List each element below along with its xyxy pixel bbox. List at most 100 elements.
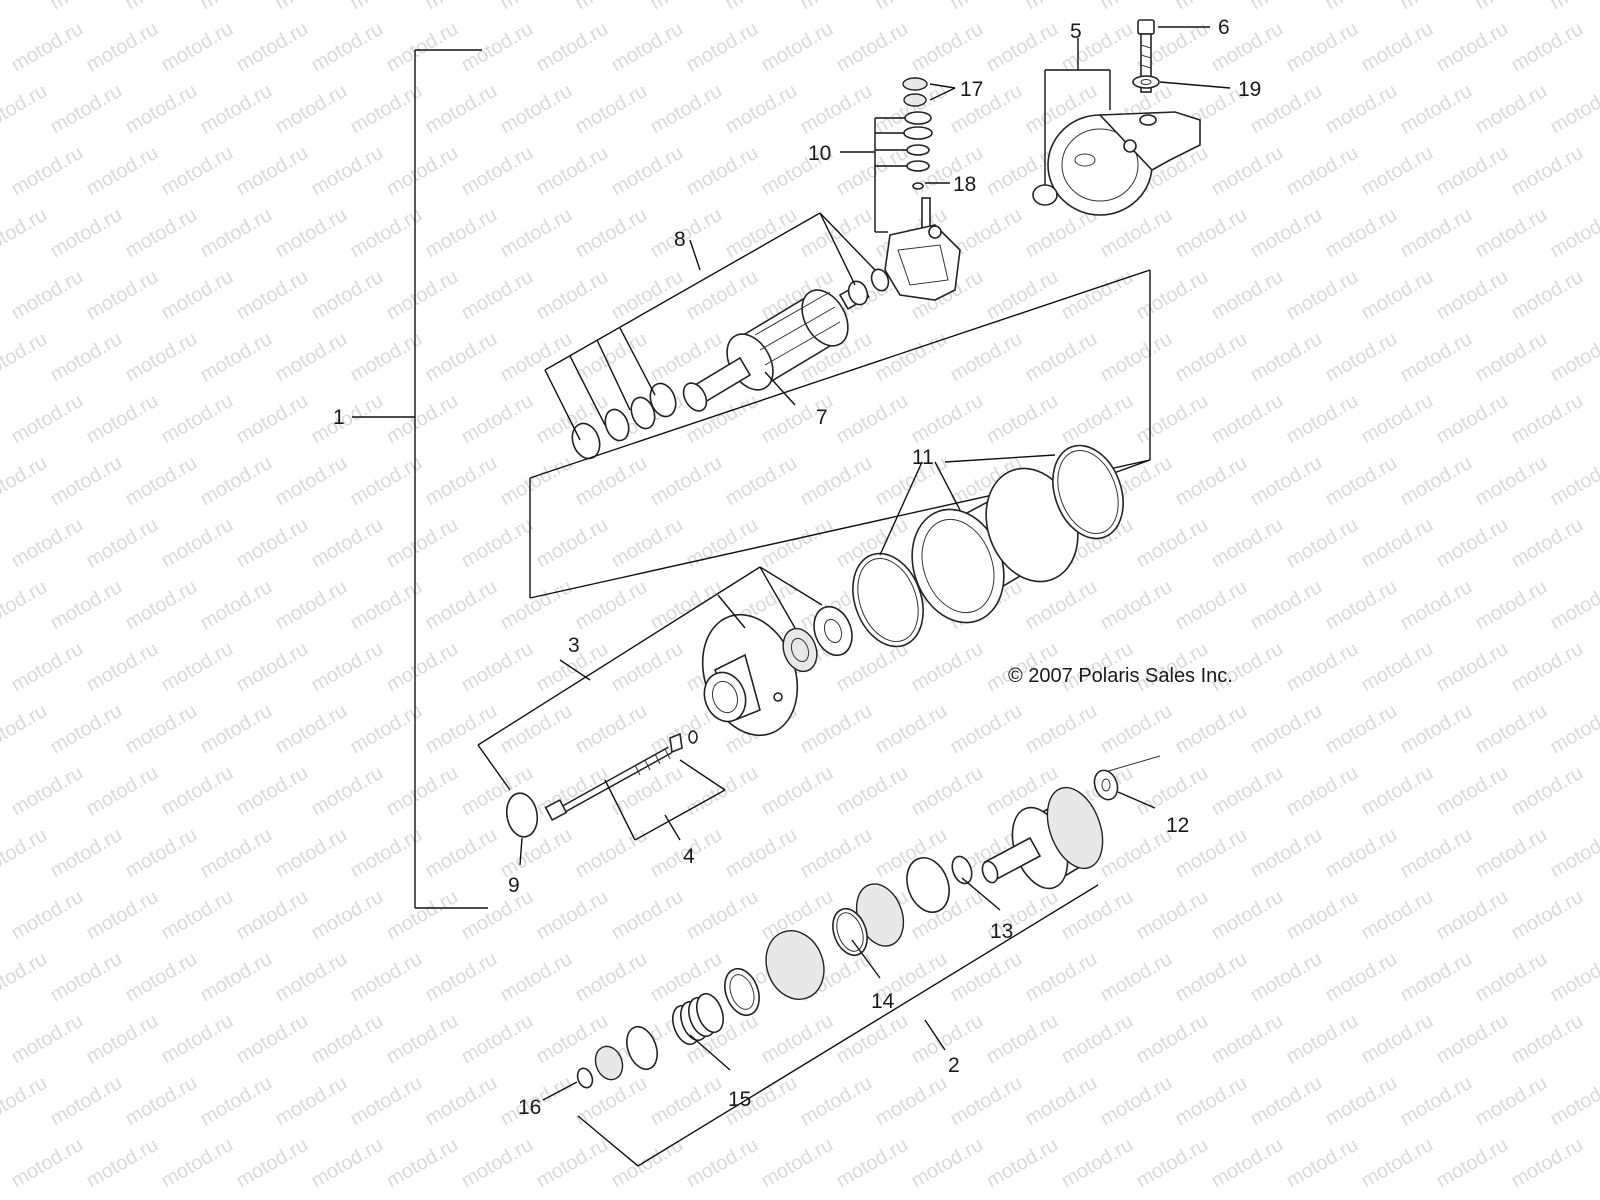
watermark-text: motod.ru	[1208, 514, 1287, 573]
watermark-text: motod.ru	[647, 576, 726, 635]
watermark-text: motod.ru	[197, 452, 276, 511]
watermark-text: motod.ru	[1433, 266, 1512, 325]
watermark-text: motod.ru	[722, 204, 801, 263]
watermark-text: motod.ru	[758, 762, 837, 821]
watermark-text: motod.ru	[8, 390, 87, 449]
watermark-text: motod.ru	[1022, 1072, 1101, 1131]
watermark-text: motod.ru	[47, 0, 126, 14]
watermark-text: motod.ru	[47, 80, 126, 139]
watermark-text: motod.ru	[683, 266, 762, 325]
watermark-text: motod.ru	[383, 390, 462, 449]
watermark-text: motod.ru	[83, 1134, 162, 1193]
watermark-text: motod.ru	[158, 390, 237, 449]
watermark-text: motod.ru	[1358, 142, 1437, 201]
bracket-8	[544, 212, 876, 441]
watermark-text: motod.ru	[1472, 80, 1551, 139]
watermark-text: motod.ru	[758, 514, 837, 573]
watermark-text: motod.ru	[8, 638, 87, 697]
watermark-text: motod.ru	[1397, 452, 1476, 511]
watermark-text: motod.ru	[1133, 762, 1212, 821]
clip-13	[951, 855, 973, 885]
armature-7	[682, 281, 870, 412]
watermark-text: motod.ru	[83, 638, 162, 697]
watermark-text: motod.ru	[983, 18, 1062, 77]
watermark-text: motod.ru	[1322, 1072, 1401, 1131]
watermark-text: motod.ru	[1397, 0, 1476, 14]
watermark-text: motod.ru	[197, 700, 276, 759]
watermark-text: motod.ru	[1097, 1072, 1176, 1131]
watermark-text: motod.ru	[1058, 390, 1137, 449]
callout-15: 15	[728, 1088, 751, 1111]
bolt-6	[1137, 19, 1155, 93]
watermark-text: motod.ru	[158, 18, 237, 77]
watermark-text: motod.ru	[308, 1010, 387, 1069]
watermark-text: motod.ru	[1472, 204, 1551, 263]
watermark-text: motod.ru	[683, 514, 762, 573]
watermark-text: motod.ru	[347, 576, 426, 635]
watermark-text: motod.ru	[308, 1134, 387, 1193]
watermark-text: motod.ru	[1022, 948, 1101, 1007]
callout-4: 4	[683, 845, 695, 868]
collar-parts	[576, 1025, 658, 1089]
watermark-text: motod.ru	[122, 948, 201, 1007]
watermark-text: motod.ru	[497, 452, 576, 511]
watermark-text: motod.ru	[83, 762, 162, 821]
watermark-text: motod.ru	[1433, 1134, 1512, 1193]
watermark-text: motod.ru	[533, 18, 612, 77]
watermark-text: motod.ru	[608, 762, 687, 821]
watermark-text: motod.ru	[797, 204, 876, 263]
watermark-text: motod.ru	[833, 390, 912, 449]
watermark-text: motod.ru	[422, 576, 501, 635]
watermark-text: motod.ru	[758, 18, 837, 77]
watermark-text: motod.ru	[1247, 824, 1326, 883]
watermark-text: motod.ru	[1208, 1134, 1287, 1193]
front-housing-3	[701, 613, 799, 737]
watermark-text: motod.ru	[1022, 0, 1101, 14]
watermark-text: motod.ru	[1208, 762, 1287, 821]
watermark-text: motod.ru	[47, 452, 126, 511]
watermark-text: motod.ru	[797, 824, 876, 883]
watermark-text: motod.ru	[1172, 948, 1251, 1007]
watermark-text: motod.ru	[647, 204, 726, 263]
watermark-text: motod.ru	[497, 204, 576, 263]
watermark-text: motod.ru	[122, 204, 201, 263]
watermark-text: motod.ru	[758, 1134, 837, 1193]
watermark-text: motod.ru	[572, 328, 651, 387]
watermark-text: motod.ru	[1433, 514, 1512, 573]
callout-9: 9	[508, 874, 520, 897]
watermark-text: motod.ru	[1097, 700, 1176, 759]
callout-10: 10	[808, 142, 831, 165]
watermark-text: motod.ru	[1472, 948, 1551, 1007]
watermark-text: motod.ru	[1358, 18, 1437, 77]
watermark-text: motod.ru	[497, 0, 576, 14]
watermark-text: motod.ru	[383, 142, 462, 201]
watermark-text: motod.ru	[1508, 762, 1587, 821]
watermark-text: motod.ru	[197, 576, 276, 635]
callout-14: 14	[871, 990, 895, 1013]
watermark-text: motod.ru	[1547, 328, 1600, 387]
watermark-text: motod.ru	[1358, 266, 1437, 325]
watermark-text: motod.ru	[233, 886, 312, 945]
watermark-text: motod.ru	[1433, 18, 1512, 77]
watermark-text: motod.ru	[158, 142, 237, 201]
watermark-text: motod.ru	[833, 18, 912, 77]
watermark-text: motod.ru	[1433, 638, 1512, 697]
watermark-text: motod.ru	[983, 1134, 1062, 1193]
watermark-text: motod.ru	[572, 824, 651, 883]
watermark-text: motod.ru	[8, 886, 87, 945]
watermark-text: motod.ru	[122, 1072, 201, 1131]
watermark-text: motod.ru	[497, 80, 576, 139]
watermark-text: motod.ru	[1547, 576, 1600, 635]
watermark-text: motod.ru	[1247, 204, 1326, 263]
through-bolt-4	[544, 730, 726, 841]
bearings-3	[782, 605, 853, 673]
watermark-text: motod.ru	[1547, 452, 1600, 511]
watermark-text: motod.ru	[422, 1072, 501, 1131]
watermark-text: motod.ru	[908, 638, 987, 697]
o-rings-11	[852, 444, 1124, 648]
watermark-text: motod.ru	[1508, 390, 1587, 449]
watermark-text: motod.ru	[383, 514, 462, 573]
watermark-text: motod.ru	[308, 886, 387, 945]
watermark-text: motod.ru	[1547, 0, 1600, 14]
